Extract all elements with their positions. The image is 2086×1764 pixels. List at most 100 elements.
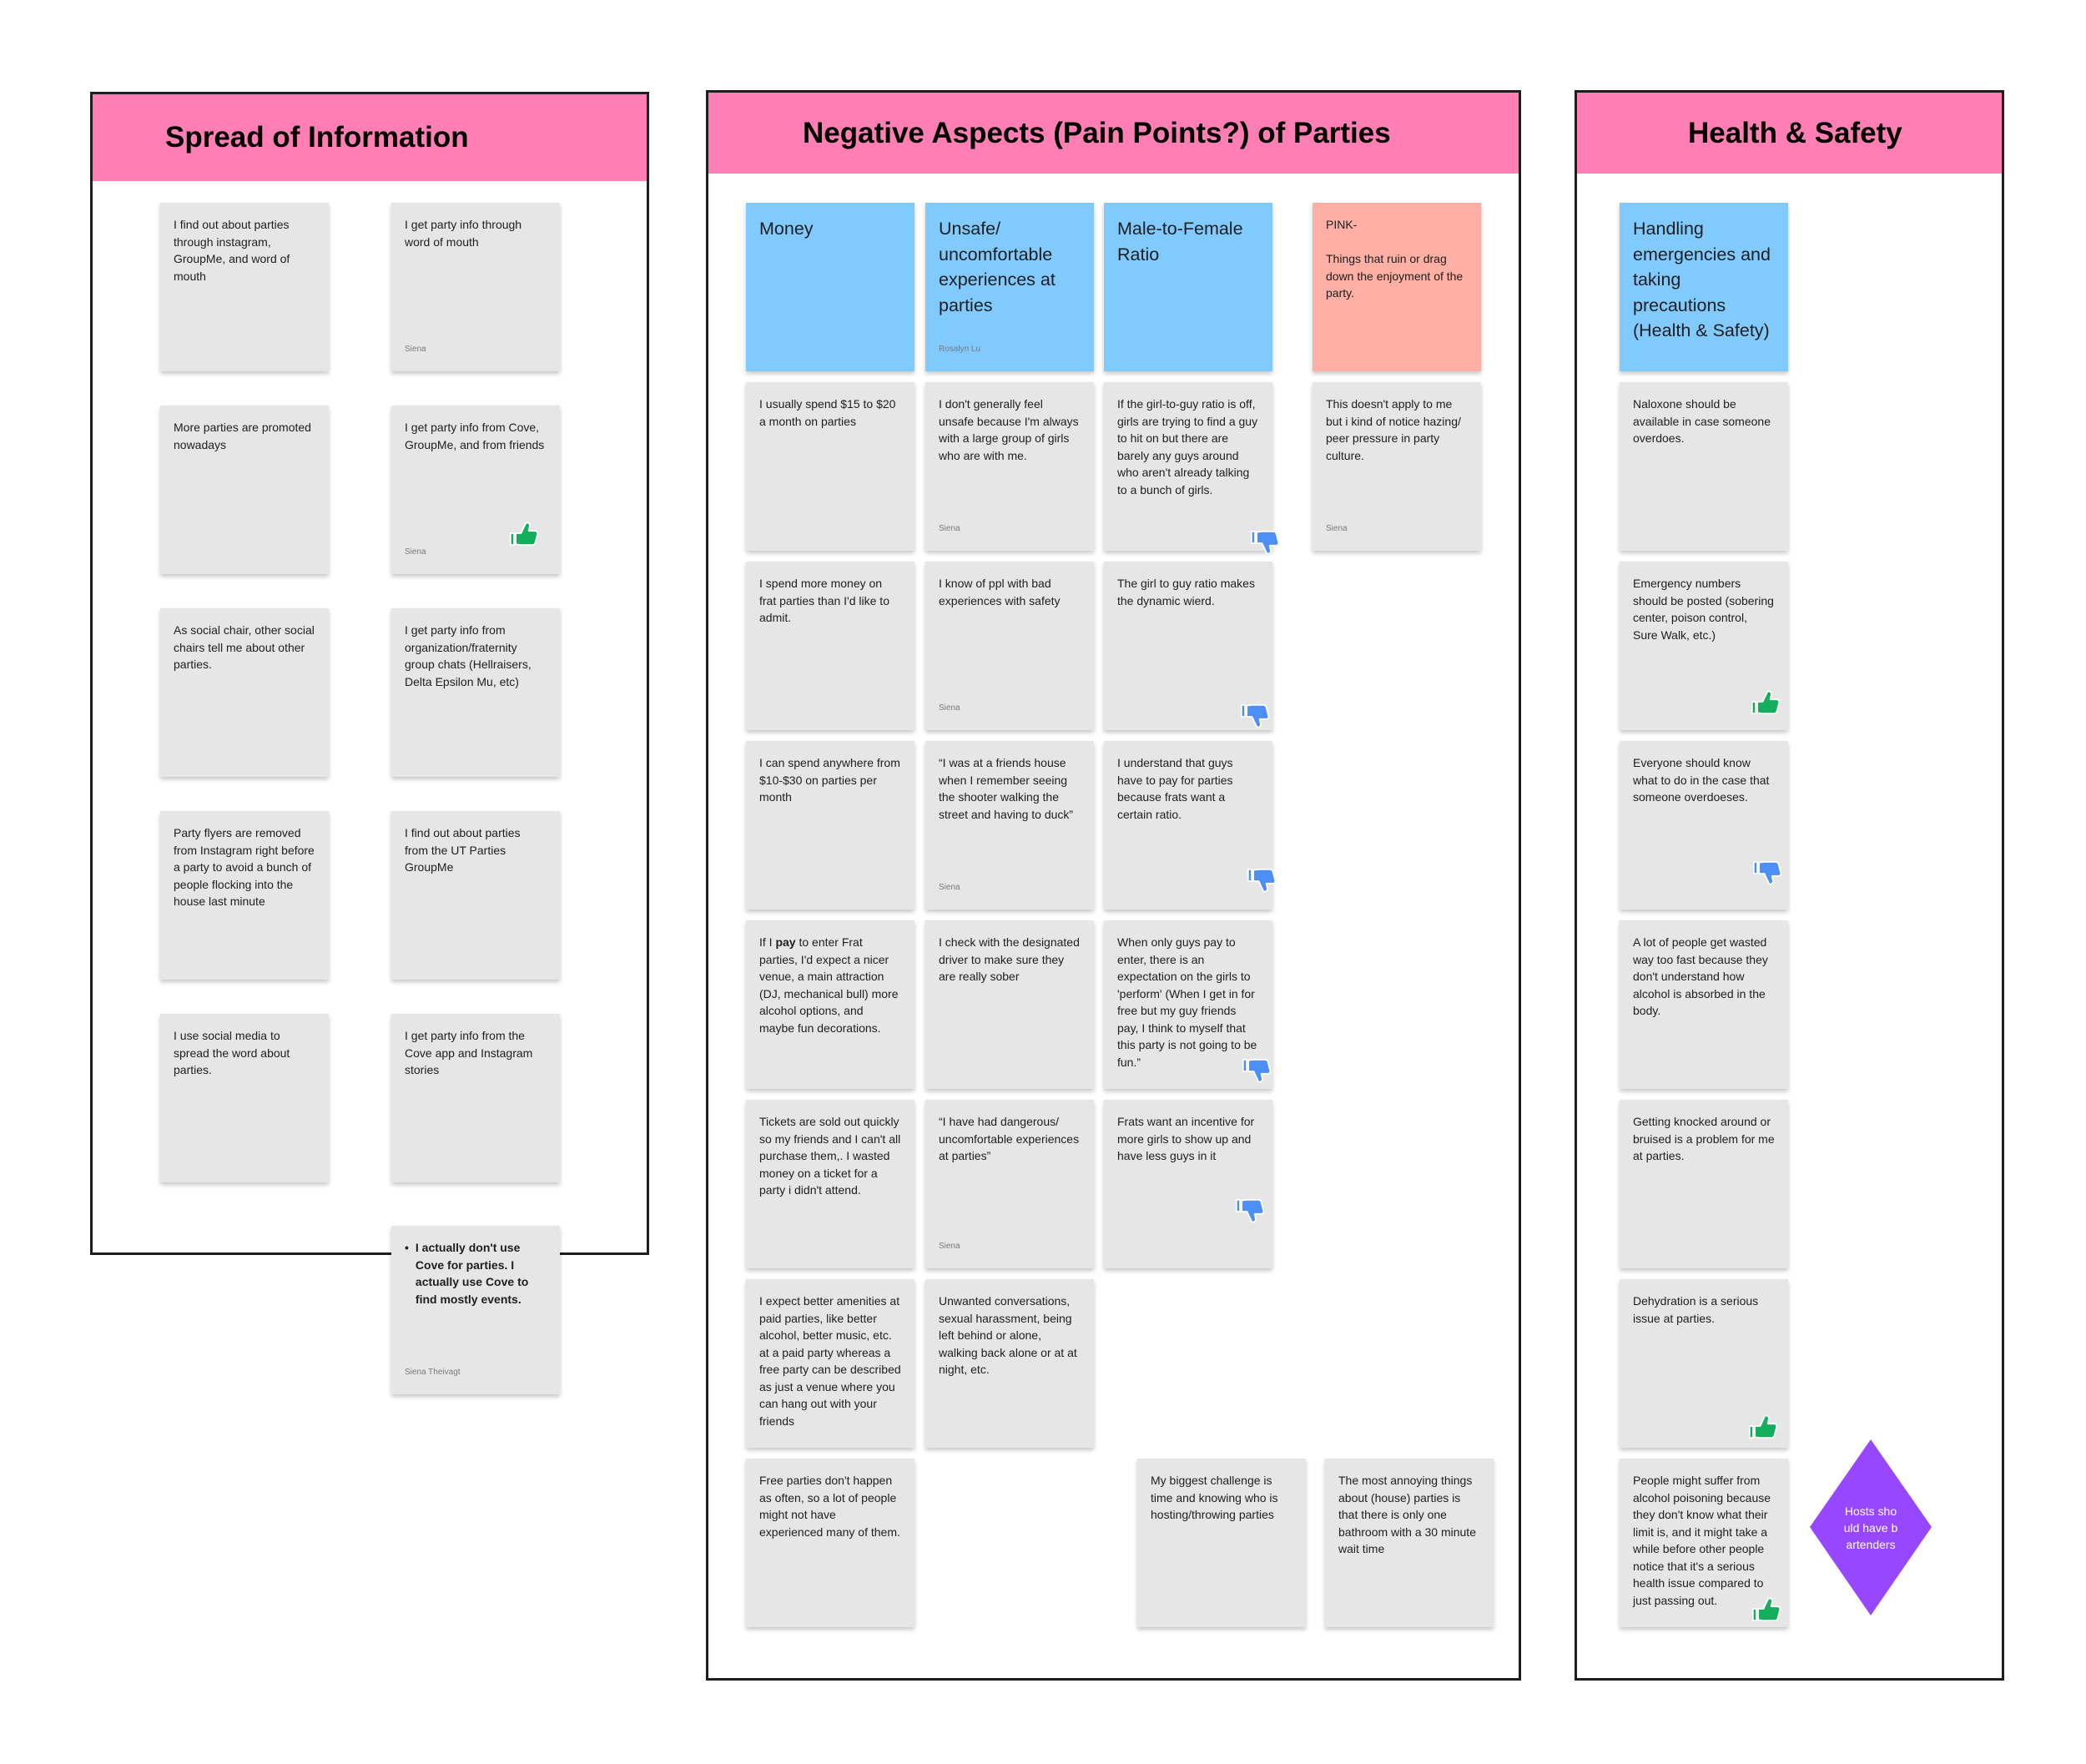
sticky-note[interactable]: Dehydration is a serious issue at partie… — [1620, 1279, 1788, 1448]
thumbs-up-icon[interactable] — [508, 517, 540, 549]
note-text: I can spend anywhere from $10-$30 on par… — [759, 756, 900, 804]
thumbs-down-icon[interactable] — [1241, 1056, 1272, 1087]
note-text: Emergency numbers should be posted (sobe… — [1633, 577, 1774, 642]
note-author: Siena — [405, 547, 426, 557]
sticky-note[interactable]: I usually spend $15 to $20 a month on pa… — [746, 382, 915, 551]
section-header: Health & Safety — [1577, 93, 2002, 174]
sticky-note[interactable]: I spend more money on frat parties than … — [746, 562, 915, 730]
note-text: As social chair, other social chairs tel… — [174, 623, 315, 671]
note-text: If I pay to enter Frat parties, I'd expe… — [759, 934, 901, 1036]
note-text: Frats want an incentive for more girls t… — [1117, 1115, 1255, 1162]
sticky-note[interactable]: Unwanted conversations, sexual harassmen… — [925, 1279, 1094, 1448]
thumbs-down-icon[interactable] — [1246, 865, 1277, 897]
note-text: Free parties don't happen as often, so a… — [759, 1474, 900, 1539]
thumbs-down-icon[interactable] — [1249, 527, 1281, 559]
sticky-note[interactable]: I find out about parties from the UT Par… — [391, 811, 560, 980]
note-text-pre: If I — [759, 935, 776, 949]
sticky-note[interactable]: I know of ppl with bad experiences with … — [925, 562, 1094, 730]
sticky-note[interactable]: I find out about parties through instagr… — [160, 203, 329, 371]
sticky-note[interactable]: If the girl-to-guy ratio is off, girls a… — [1104, 382, 1272, 551]
sticky-note[interactable]: Tickets are sold out quickly so my frien… — [746, 1100, 915, 1268]
sticky-note[interactable]: The girl to guy ratio makes the dynamic … — [1104, 562, 1272, 730]
note-text-bold: pay — [775, 935, 796, 949]
section-header: Negative Aspects (Pain Points?) of Parti… — [708, 93, 1519, 174]
note-author: Siena — [1326, 523, 1348, 533]
sticky-note[interactable]: Free parties don't happen as often, so a… — [746, 1459, 915, 1627]
header-note-unsafe[interactable]: Unsafe/ uncomfortable experiences at par… — [925, 203, 1094, 371]
diamond-label: Hosts should have bartenders — [1843, 1504, 1898, 1551]
sticky-note[interactable]: My biggest challenge is time and knowing… — [1137, 1459, 1306, 1627]
note-author: Siena — [939, 523, 960, 533]
note-text: Naloxone should be available in case som… — [1633, 397, 1771, 445]
thumbs-down-icon[interactable] — [1751, 858, 1783, 890]
sticky-note[interactable]: Frats want an incentive for more girls t… — [1104, 1100, 1272, 1268]
sticky-note[interactable]: I get party info through word of mouth S… — [391, 203, 560, 371]
note-text: My biggest challenge is time and knowing… — [1151, 1474, 1278, 1521]
header-note-money[interactable]: Money — [746, 203, 915, 371]
note-text: I find out about parties through instagr… — [174, 218, 290, 283]
sticky-note[interactable]: I get party info from the Cove app and I… — [391, 1014, 560, 1182]
sticky-note[interactable]: I understand that guys have to pay for p… — [1104, 741, 1272, 910]
thumbs-up-icon[interactable] — [1747, 1410, 1779, 1442]
sticky-note[interactable]: Getting knocked around or bruised is a p… — [1620, 1100, 1788, 1268]
note-text: Everyone should know what to do in the c… — [1633, 756, 1770, 804]
thumbs-down-icon[interactable] — [1234, 1196, 1266, 1227]
note-text: I check with the designated driver to ma… — [939, 935, 1080, 983]
sticky-note[interactable]: Naloxone should be available in case som… — [1620, 382, 1788, 551]
note-text: Getting knocked around or bruised is a p… — [1633, 1115, 1775, 1162]
note-text: I find out about parties from the UT Par… — [405, 826, 521, 874]
sticky-note[interactable]: “I was at a friends house when I remembe… — [925, 741, 1094, 910]
section-title: Spread of Information — [165, 121, 469, 154]
note-text: I know of ppl with bad experiences with … — [939, 577, 1061, 607]
header-note-ratio[interactable]: Male-to-Female Ratio — [1104, 203, 1272, 371]
note-author: Siena Theivagt — [405, 1367, 461, 1377]
note-text: Dehydration is a serious issue at partie… — [1633, 1294, 1759, 1325]
header-note-pink[interactable]: PINK- Things that ruin or drag down the … — [1313, 203, 1481, 371]
sticky-note[interactable]: • I actually don't use Cove for parties.… — [391, 1226, 560, 1394]
sticky-note[interactable]: I don't generally feel unsafe because I'… — [925, 382, 1094, 551]
note-text: “I was at a friends house when I remembe… — [939, 756, 1074, 821]
note-author: Siena — [405, 344, 426, 354]
note-text: I expect better amenities at paid partie… — [759, 1294, 901, 1428]
sticky-note[interactable]: I get party info from organization/frate… — [391, 608, 560, 777]
note-text: This doesn't apply to me but i kind of n… — [1326, 397, 1461, 462]
note-text: A lot of people get wasted way too fast … — [1633, 935, 1768, 1017]
header-note-health[interactable]: Handling emergencies and taking precauti… — [1620, 203, 1788, 371]
thumbs-up-icon[interactable] — [1751, 1593, 1782, 1625]
sticky-note[interactable]: This doesn't apply to me but i kind of n… — [1313, 382, 1481, 551]
note-text: The girl to guy ratio makes the dynamic … — [1117, 577, 1255, 607]
note-text: I get party info from the Cove app and I… — [405, 1029, 533, 1076]
note-author: Siena — [939, 1241, 960, 1251]
note-text: I spend more money on frat parties than … — [759, 577, 889, 624]
thumbs-down-icon[interactable] — [1239, 701, 1271, 733]
note-text: PINK- Things that ruin or drag down the … — [1326, 218, 1464, 300]
note-text: Tickets are sold out quickly so my frien… — [759, 1115, 901, 1197]
bullet-dot: • — [405, 1241, 409, 1254]
sticky-note[interactable]: I check with the designated driver to ma… — [925, 920, 1094, 1089]
diamond-shape[interactable]: Hosts should have bartenders — [1808, 1438, 1933, 1617]
note-text: “I have had dangerous/ uncomfortable exp… — [939, 1115, 1080, 1162]
sticky-note[interactable]: A lot of people get wasted way too fast … — [1620, 920, 1788, 1089]
diamond-icon — [1810, 1439, 1932, 1615]
sticky-note[interactable]: People might suffer from alcohol poisoni… — [1620, 1459, 1788, 1627]
sticky-note[interactable]: More parties are promoted nowadays — [160, 406, 329, 574]
note-author: Rosalyn Lu — [939, 344, 981, 354]
note-text: I get party info from organization/frate… — [405, 623, 532, 688]
note-text: Party flyers are removed from Instagram … — [174, 826, 315, 908]
sticky-note[interactable]: I can spend anywhere from $10-$30 on par… — [746, 741, 915, 910]
note-author: Siena — [939, 882, 960, 892]
sticky-note[interactable]: If I pay to enter Frat parties, I'd expe… — [746, 920, 915, 1089]
sticky-note[interactable]: I use social media to spread the word ab… — [160, 1014, 329, 1182]
sticky-note[interactable]: Party flyers are removed from Instagram … — [160, 811, 329, 980]
sticky-note[interactable]: The most annoying things about (house) p… — [1325, 1459, 1494, 1627]
sticky-note[interactable]: “I have had dangerous/ uncomfortable exp… — [925, 1100, 1094, 1268]
note-text: Male-to-Female Ratio — [1117, 219, 1243, 265]
section-header: Spread of Information — [93, 94, 647, 181]
sticky-note[interactable]: I expect better amenities at paid partie… — [746, 1279, 915, 1448]
note-text: Money — [759, 219, 814, 239]
note-text: Unsafe/ uncomfortable experiences at par… — [939, 219, 1056, 315]
sticky-note[interactable]: I get party info from Cove, GroupMe, and… — [391, 406, 560, 574]
sticky-note[interactable]: As social chair, other social chairs tel… — [160, 608, 329, 777]
sticky-note[interactable]: Everyone should know what to do in the c… — [1620, 741, 1788, 910]
thumbs-up-icon[interactable] — [1750, 686, 1781, 718]
